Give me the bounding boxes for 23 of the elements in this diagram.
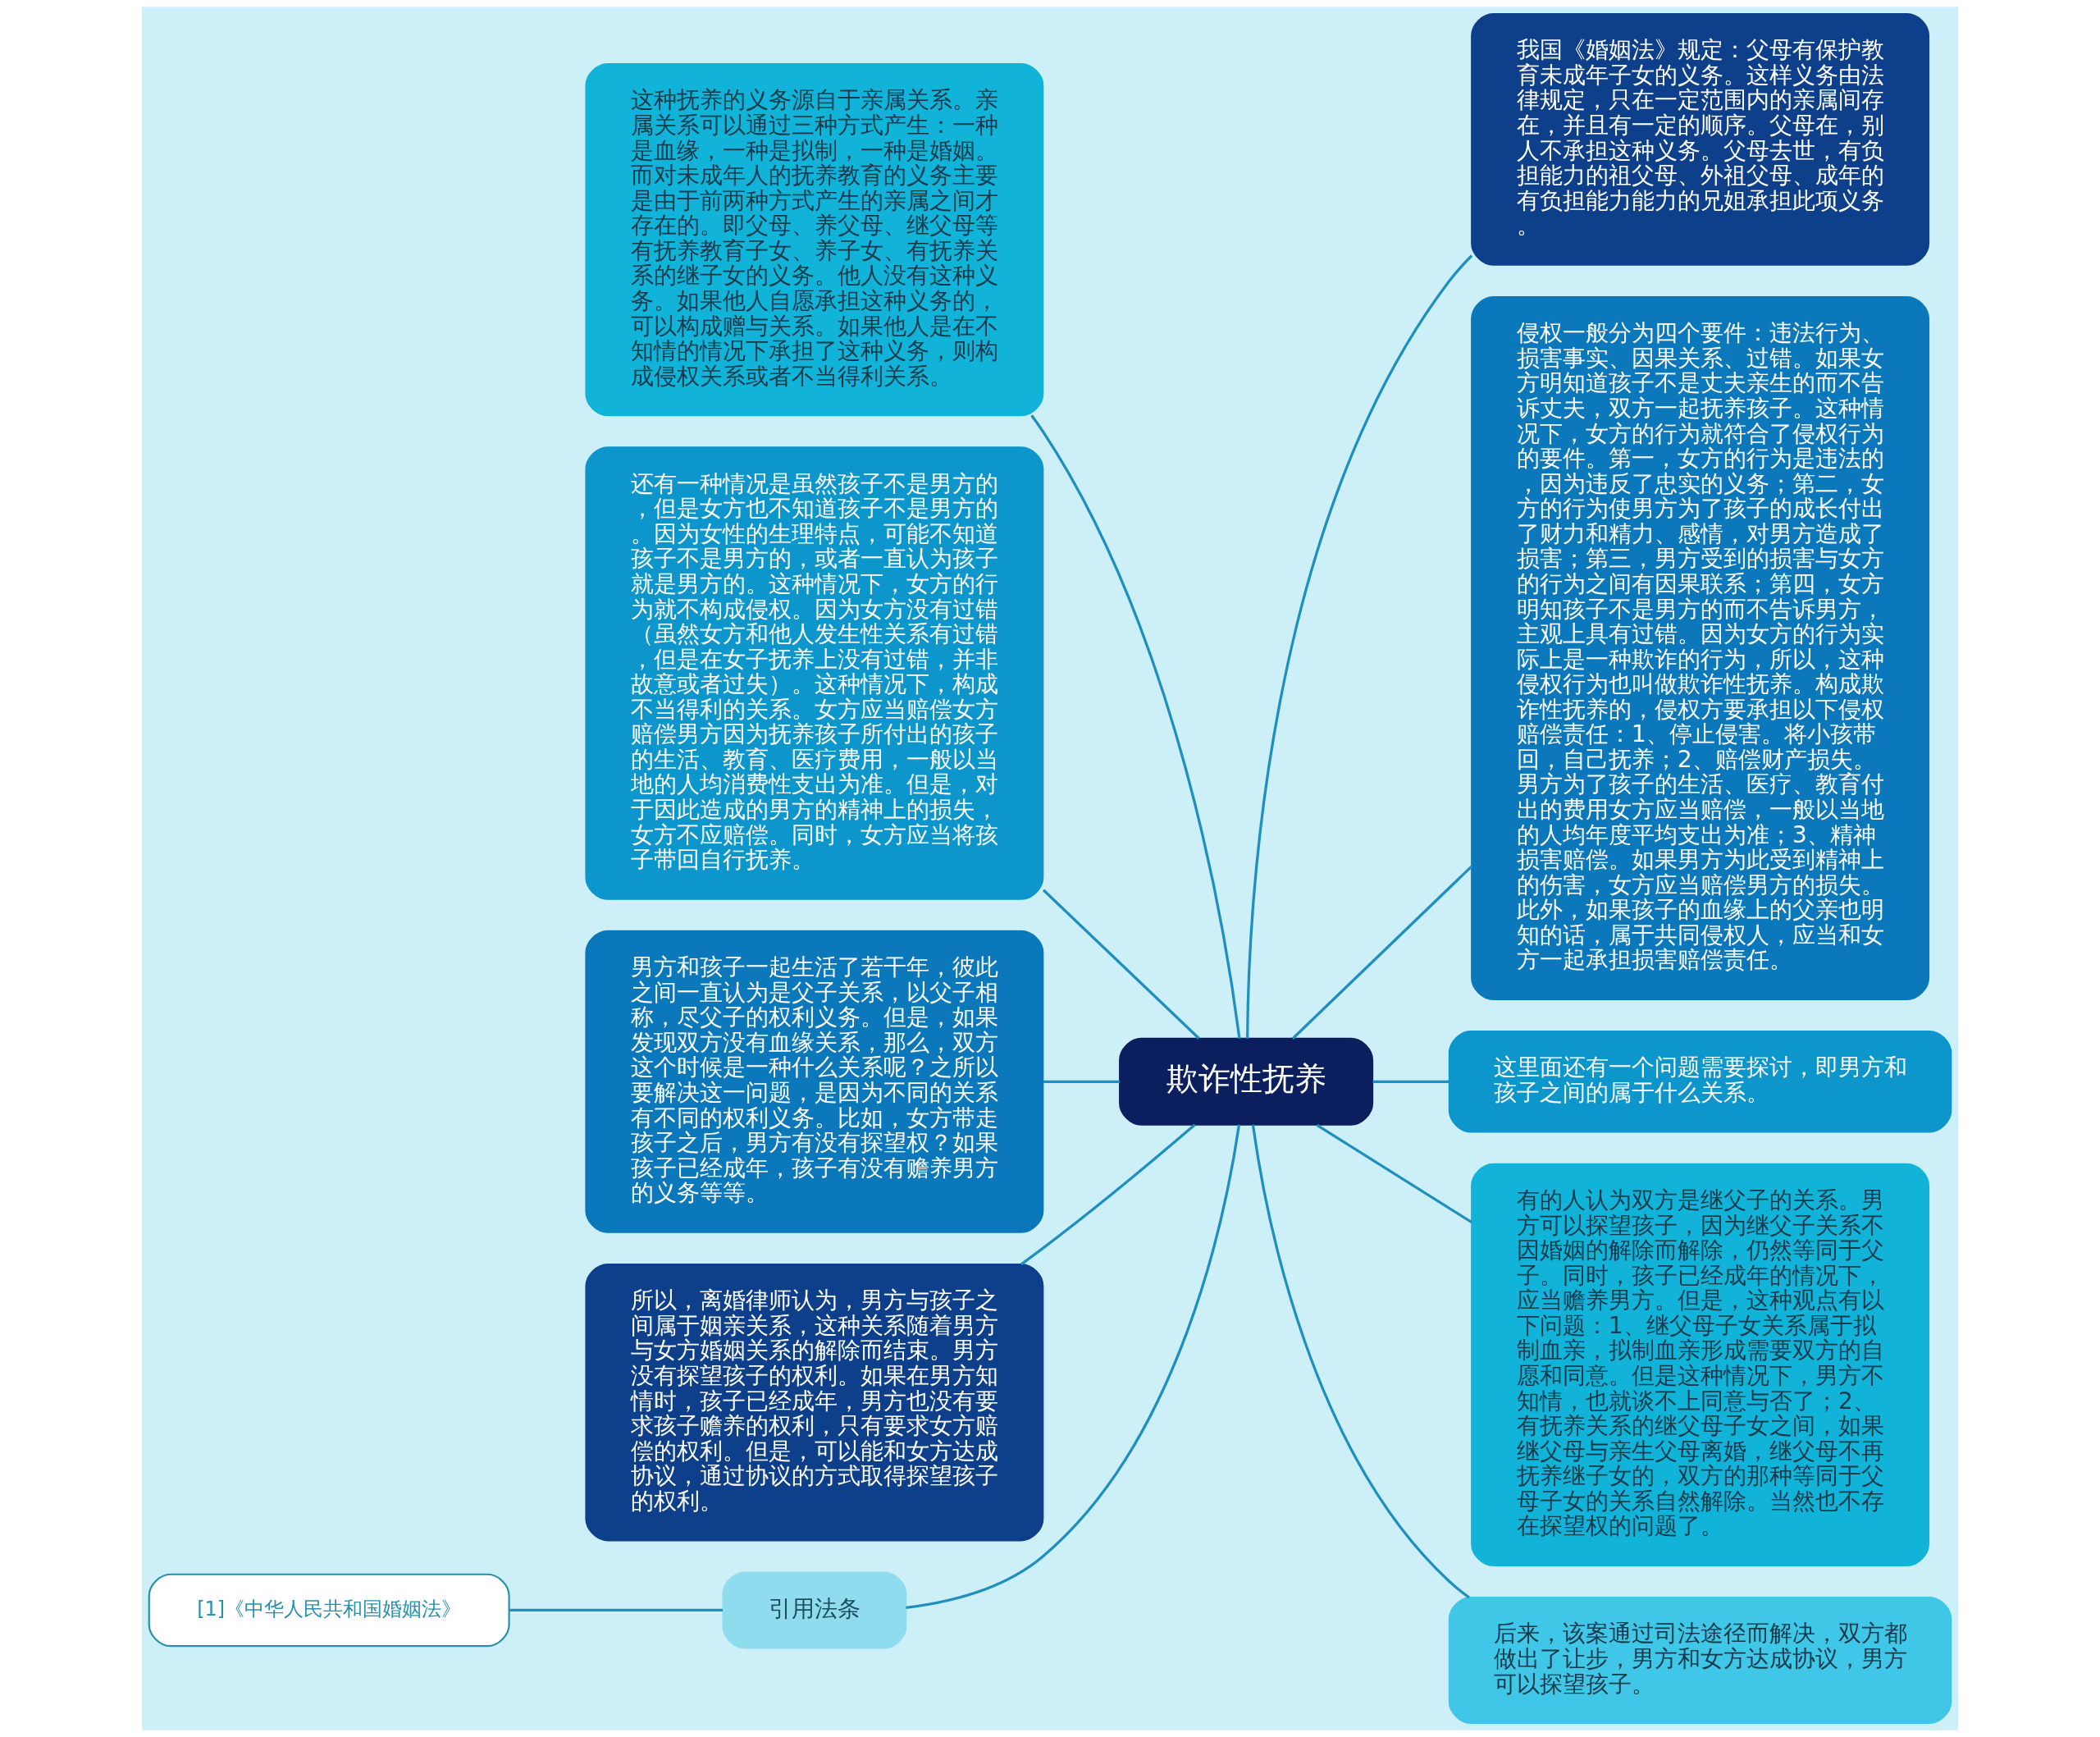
node-box: 我国《婚姻法》规定：父母有保护教育未成年子女的义务。这样义务由法律规定，只在一定范围内的亲属间存在，并且有一定的顺序。父母在，别人不承担这种义务。父母去世，有负担能力的祖父母、外祖父母、成年的有负担能力能力的兄姐承担此项义务。 (1471, 12, 1930, 266)
connector (1043, 1080, 1120, 1083)
connector (906, 1124, 1241, 1609)
node-box: 还有一种情况是虽然孩子不是男方的，但是女方也不知道孩子不是男方的。因为女性的生理特点，可能不知道孩子不是男方的，或者一直认为孩子就是男方的。这种情况下，女方的行为就不构成侵权。因为女方没有过错（虽然女方和他人发生性关系有过错，但是在女子抚养上没有过错，并非故意或者过失）。这种情况下，构成不当得利的关系。女方应当赔偿女方赔偿男方因为抚养孩子所付出的孩子的生活、教育、医疗费用，一般以当地的人均消费性支出为准。但是，对于因此造成的男方的精神上的损失，女方不应赔偿。同时，女方应当将孩子带回自行抚养。 (585, 446, 1044, 900)
node-box: 所以，离婚律师认为，男方与孩子之间属于姻亲关系，这种关系随着男方与女方婚姻关系的解除而结束。男方没有探望孩子的权利。如果在男方知情时，孩子已经成年，男方也没有要求孩子赡养的权利，只有要求女方赔偿的权利。但是，可以能和女方达成协议，通过协议的方式取得探望孩子的权利。 (585, 1263, 1044, 1542)
node-box: 后来，该案通过司法途径而解决，双方都做出了让步，男方和女方达成协议，男方可以探望孩子。 (1448, 1597, 1952, 1725)
node-box: [1]《中华人民共和国婚姻法》 (148, 1573, 510, 1648)
node-box: 引用法条 (722, 1571, 907, 1649)
connector (1020, 1123, 1196, 1266)
node-box: 男方和孩子一起生活了若干年，彼此之间一直认为是父子关系，以父子相称，尽父子的权利义务。但是，如果发现双方没有血缘关系，那么，双方这个时候是一种什么关系呢？之所以要解决这一问题，是因为不同的关系有不同的权利义务。比如，女方带走孩子之后，男方有没有探望权？如果孩子已经成年，孩子有没有赡养男方的义务等等。 (585, 930, 1044, 1233)
node-box: 这里面还有一个问题需要探讨，即男方和孩子之间的属于什么关系。 (1448, 1031, 1952, 1133)
connector (1251, 1124, 1470, 1599)
connector (1042, 889, 1200, 1040)
node-box: 有的人认为双方是继父子的关系。男方可以探望孩子，因为继父子关系不因婚姻的解除而解除，仍然等同于父子。同时，孩子已经成年的情况下，应当赡养男方。但是，这种观点有以下问题：1、继父母子女关系属于拟制血亲，拟制血亲形成需要双方的自愿和同意。但是这种情况下，男方不知情，也就谈不上同意与否了；2、有抚养关系的继父母子女之间，如果继父母与亲生父母离婚，继父母不再抚养继子女的，双方的那种等同于父母子女的关系自然解除。当然也不存在探望权的问题了。 (1471, 1163, 1930, 1566)
connector (1316, 1123, 1472, 1224)
connector (1372, 1080, 1449, 1083)
connector (1246, 254, 1473, 1039)
connector (1030, 414, 1241, 1040)
connector (509, 1608, 723, 1612)
connector (1291, 865, 1473, 1040)
node-box: 欺诈性抚养 (1119, 1037, 1374, 1126)
node-box: 这种抚养的义务源自于亲属关系。亲属关系可以通过三种方式产生：一种是血缘，一种是拟制，一种是婚姻。而对未成年人的抚养教育的义务主要是由于前两种方式产生的亲属之间才存在的。即父母、养父母、继父母等有抚养教育子女、养子女、有抚养关系的继子女的义务。他人没有这种义务。如果他人自愿承担这种义务的，可以构成赠与关系。如果他人是在不知情的情况下承担了这种义务，则构成侵权关系或者不当得利关系。 (585, 63, 1044, 417)
node-box: 侵权一般分为四个要件：违法行为、损害事实、因果关系、过错。如果女方明知道孩子不是丈夫亲生的而不告诉丈夫，双方一起抚养孩子。这种情况下，女方的行为就符合了侵权行为的要件。第一，女方的行为是违法的，因为违反了忠实的义务；第二，女方的行为使男方为了孩子的成长付出了财力和精力、感情，对男方造成了损害；第三，男方受到的损害与女方的行为之间有因果联系；第四，女方明知孩子不是男方的而不告诉男方，主观上具有过错。因为女方的行为实际上是一种欺诈的行为，所以，这种侵权行为也叫做欺诈性抚养。构成欺诈性抚养的，侵权方要承担以下侵权赔偿责任：1、停止侵害。将小孩带回，自己抚养；2、赔偿财产损失。男方为了孩子的生活、医疗、教育付出的费用女方应当赔偿，一般以当地的人均年度平均支出为准；3、精神损害赔偿。如果男方为此受到精神上的伤害，女方应当赔偿男方的损失。此外，如果孩子的血缘上的父亲也明知的话，属于共同侵权人，应当和女方一起承担损害赔偿责任。 (1471, 295, 1930, 1000)
